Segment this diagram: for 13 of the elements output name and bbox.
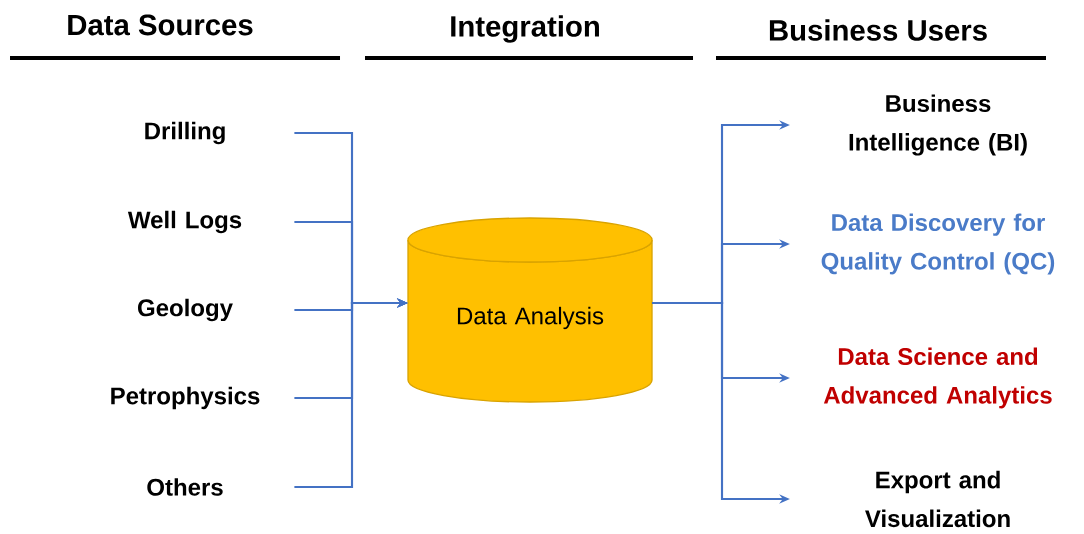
source-label: Geology xyxy=(138,298,233,322)
source-label: Others xyxy=(147,478,223,496)
column-heading: Business Users xyxy=(769,19,987,41)
source-label: Petrophysics xyxy=(111,386,260,410)
column-heading: Integration xyxy=(451,15,599,43)
source-label: Well Logs xyxy=(127,210,242,234)
column-heading: Data Sources xyxy=(68,14,253,36)
user-label: Data Discovery for Quality Control (QC) xyxy=(821,213,1055,275)
user-label: Export and Visualization xyxy=(865,470,1010,528)
user-label: Business Intelligence (BI) xyxy=(849,94,1027,156)
source-label: Drilling xyxy=(145,121,225,145)
database-cylinder: Data Analysis xyxy=(407,217,653,403)
user-label: Data Science and Advanced Analytics xyxy=(823,347,1052,409)
